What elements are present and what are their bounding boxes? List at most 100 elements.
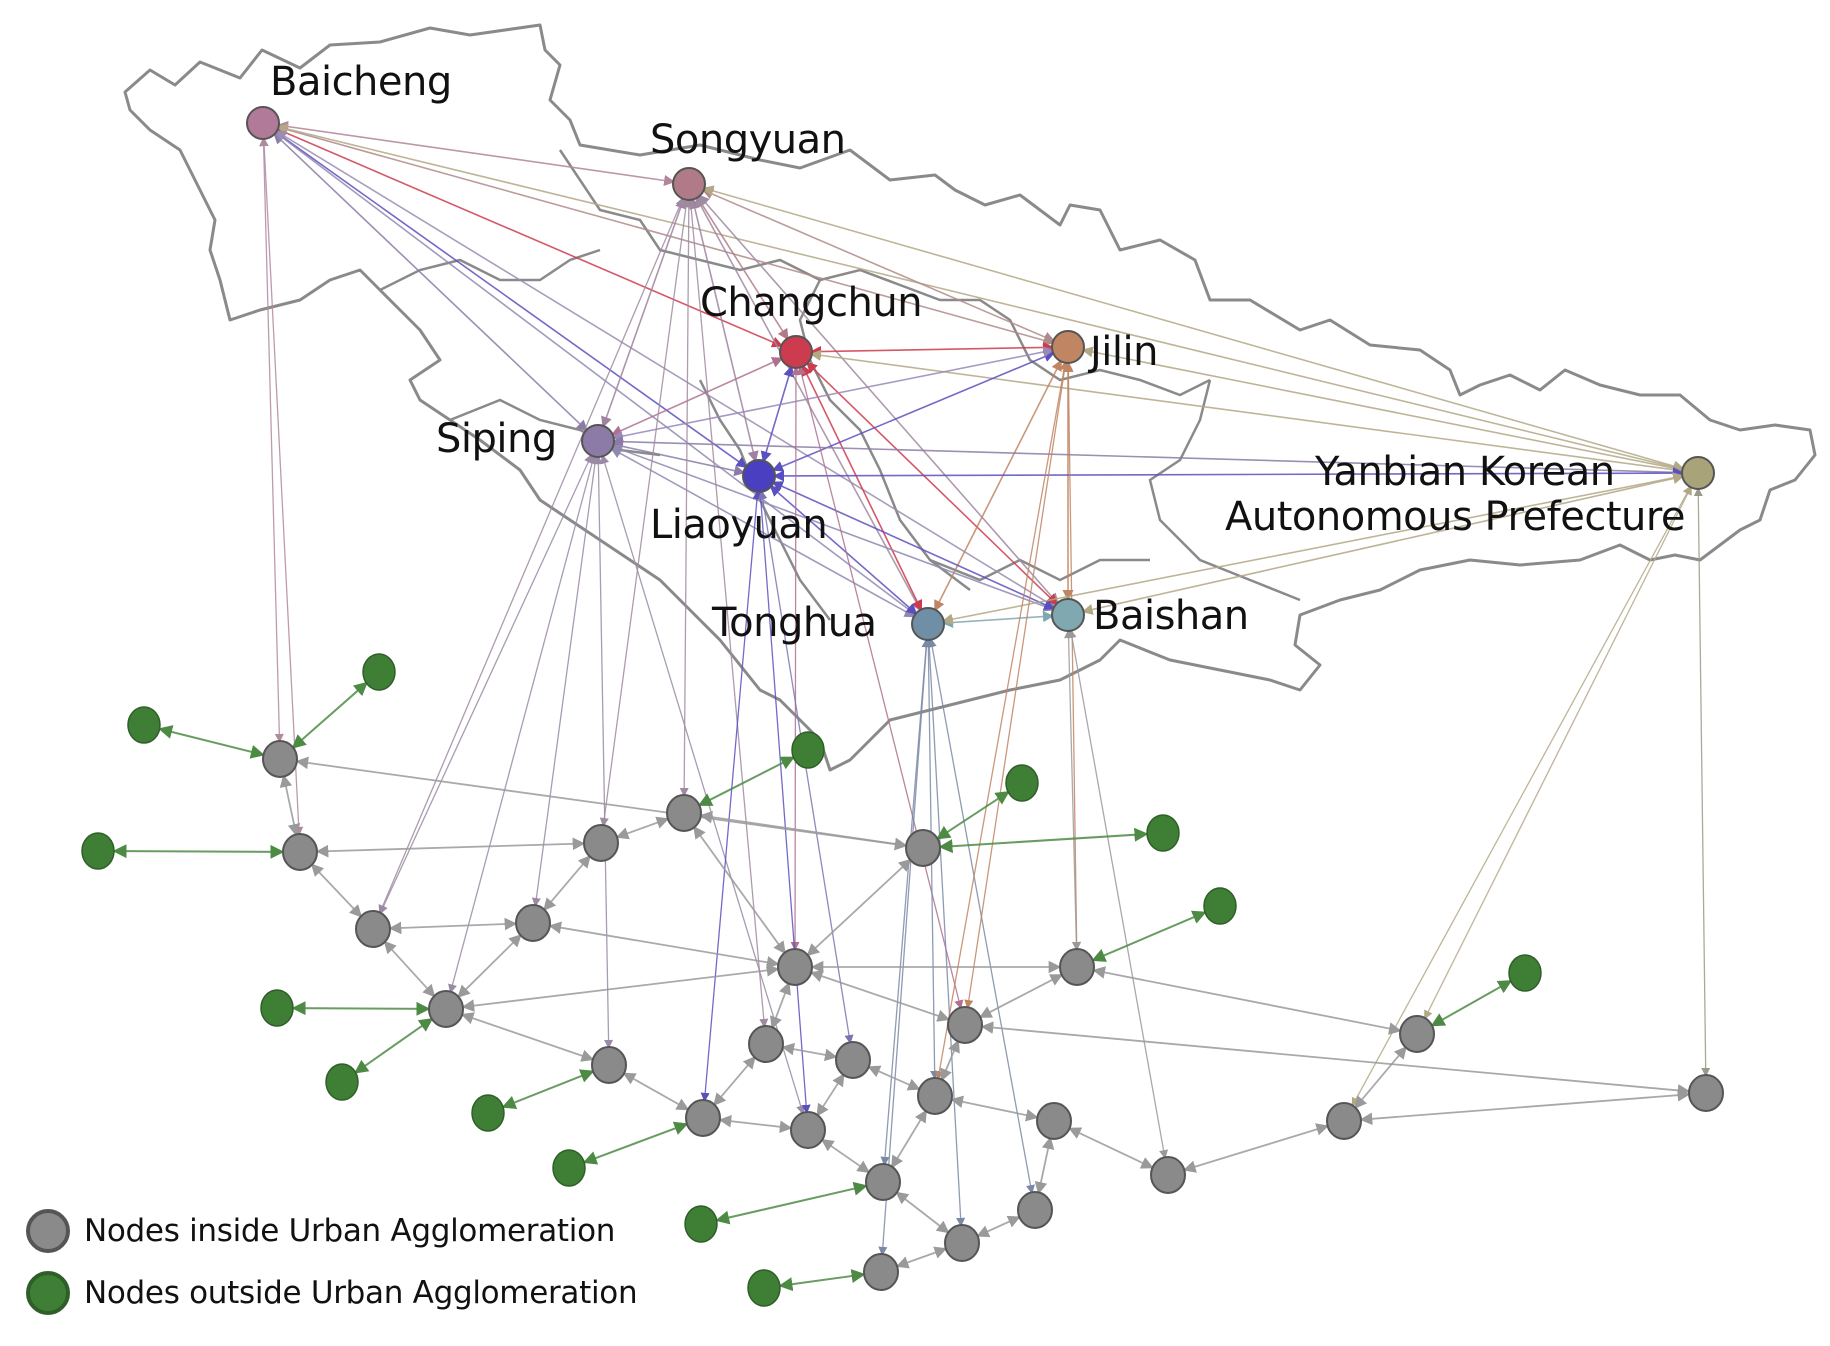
outside-node	[791, 731, 825, 769]
outside-node-swatch-icon	[26, 1271, 70, 1315]
outside-node	[1005, 764, 1039, 802]
inside-node	[685, 1099, 721, 1137]
city-node-liaoyuan	[742, 459, 776, 493]
outside-edge	[158, 725, 265, 759]
inside-edge	[816, 1073, 845, 1117]
legend-item-inside: Nodes inside Urban Agglomeration	[26, 1200, 637, 1262]
inside-edge	[976, 1215, 1021, 1238]
outside-edge	[501, 1069, 595, 1109]
inside-node-swatch-icon	[26, 1209, 70, 1253]
city-to-node-edge	[878, 638, 931, 1256]
inside-node	[583, 824, 619, 862]
inside-edge	[457, 934, 522, 998]
outside-node	[362, 653, 396, 691]
legend-label-outside: Nodes outside Urban Agglomeration	[84, 1275, 638, 1311]
outside-node	[1146, 814, 1180, 852]
inside-edge	[279, 774, 301, 837]
inside-edge	[460, 1012, 595, 1062]
city-to-node-edge	[679, 198, 694, 797]
city-label-songyuan: Songyuan	[650, 117, 846, 163]
inside-edge	[980, 1021, 1691, 1097]
inside-node	[1399, 1015, 1435, 1053]
inside-node	[666, 794, 702, 832]
inside-node	[917, 1077, 953, 1115]
inside-edge	[895, 1246, 948, 1269]
city-node-jilin	[1051, 330, 1085, 364]
city-edge	[760, 365, 795, 463]
city-to-node-edge	[259, 137, 284, 743]
outside-edge	[936, 790, 1010, 840]
legend: Nodes inside Urban Agglomeration Nodes o…	[26, 1200, 638, 1324]
inside-edge	[950, 1095, 1039, 1122]
inside-edge	[891, 1109, 927, 1169]
city-to-node-edge	[756, 490, 811, 1114]
inside-node	[863, 1253, 899, 1291]
city-label-yanbian: Yanbian Korean	[1315, 449, 1615, 495]
city-to-node-edge	[790, 366, 801, 951]
inside-edge	[806, 858, 912, 957]
inside-edge	[718, 1114, 793, 1134]
inside-node	[1059, 948, 1095, 986]
outside-edge	[291, 1001, 431, 1016]
outside-edge	[715, 1181, 868, 1225]
inside-edge	[895, 1191, 950, 1234]
inside-edge	[1359, 1088, 1691, 1126]
outside-node	[260, 989, 294, 1027]
inside-node	[355, 910, 391, 948]
inside-edge	[622, 1072, 690, 1111]
city-to-node-edge	[964, 360, 1070, 1010]
inside-node	[1150, 1156, 1186, 1194]
inside-node	[1036, 1102, 1072, 1140]
outside-edge	[112, 844, 285, 859]
inside-node	[1326, 1102, 1362, 1140]
inside-edge	[383, 940, 436, 998]
city-label-tonghua: Tonghua	[712, 600, 877, 646]
outside-edge	[291, 681, 369, 749]
outside-node	[471, 1094, 505, 1132]
outside-edge	[353, 1017, 434, 1074]
city-label-jilin: Jilin	[1090, 329, 1159, 375]
inside-edge	[1034, 1136, 1055, 1195]
city-node-baishan	[1051, 598, 1085, 632]
inside-node	[1017, 1191, 1053, 1229]
map-inner-border	[929, 558, 1150, 582]
city-edge	[273, 132, 588, 432]
inside-edge	[713, 1055, 756, 1107]
legend-item-outside: Nodes outside Urban Agglomeration	[26, 1262, 638, 1324]
inside-edge	[809, 970, 951, 1022]
city-to-node-edge	[259, 137, 304, 836]
city-edge	[611, 440, 746, 477]
inside-node	[947, 1006, 983, 1044]
city-label-baishan: Baishan	[1093, 593, 1249, 639]
city-to-node-edge	[600, 454, 806, 1115]
inside-edge	[461, 964, 780, 1012]
outside-edge	[582, 1121, 689, 1165]
inside-edge	[781, 1042, 838, 1062]
inside-edge	[867, 1065, 921, 1091]
inside-edge	[543, 854, 591, 912]
city-to-node-edge	[934, 360, 1069, 1081]
city-to-node-edge	[378, 196, 685, 915]
inside-node	[748, 1025, 784, 1063]
inside-edge	[940, 1039, 960, 1082]
city-to-node-edge	[700, 490, 762, 1102]
inside-node	[835, 1041, 871, 1079]
outside-edge	[1091, 910, 1207, 962]
inside-node	[1688, 1074, 1724, 1112]
city-label-siping: Siping	[436, 416, 557, 462]
inside-node	[515, 904, 551, 942]
inside-edge	[548, 921, 780, 969]
city-to-node-edge	[1424, 485, 1692, 1020]
inside-edge	[693, 825, 786, 955]
city-to-node-edge	[1067, 628, 1169, 1160]
city-to-node-edge	[797, 365, 964, 1010]
inside-node	[865, 1163, 901, 1201]
inside-node	[777, 948, 813, 986]
city-node-yanbian	[1681, 456, 1715, 490]
inside-node	[944, 1224, 980, 1262]
outside-node	[1203, 887, 1237, 925]
outside-node	[127, 706, 161, 744]
city-edge	[276, 121, 676, 186]
outside-edge	[778, 1269, 866, 1292]
city-label-yanbian-line2: Autonomous Prefecture	[1225, 494, 1686, 540]
